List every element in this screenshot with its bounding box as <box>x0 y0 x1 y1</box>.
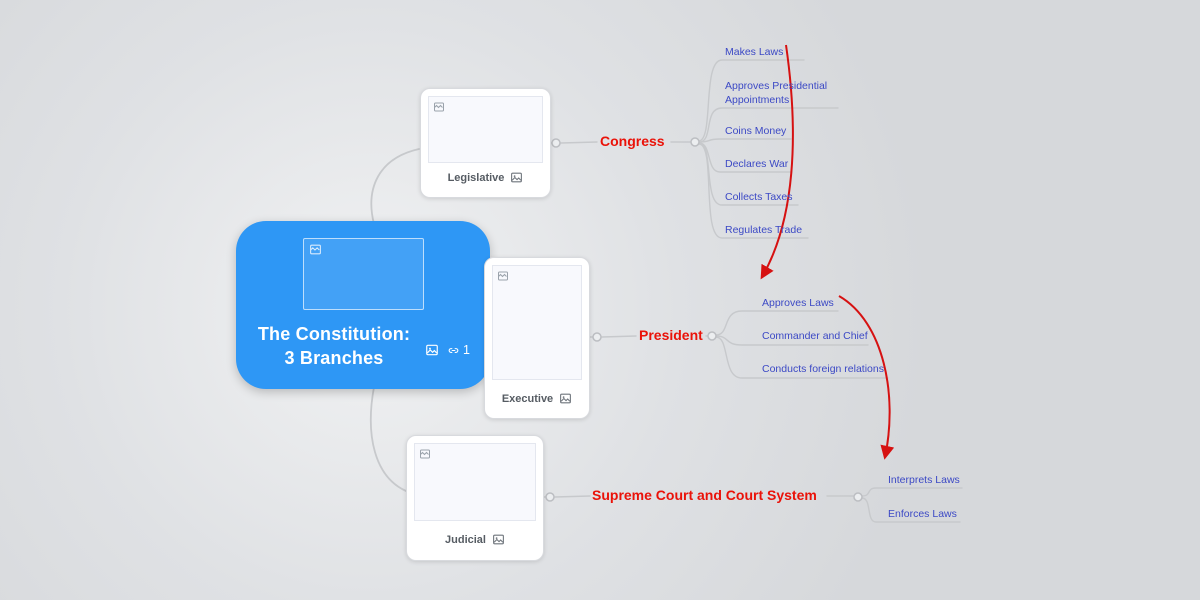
subtopic-coins-money[interactable]: Coins Money <box>725 125 787 137</box>
judicial-image-placeholder[interactable] <box>414 443 536 521</box>
subtopic-approves-presidential-appointments[interactable]: Approves Presidential Appointments <box>725 80 828 106</box>
link-icon <box>448 347 459 353</box>
link-count: 1 <box>463 343 470 357</box>
arrow-approveslaws-to-interpretslaws <box>838 295 895 460</box>
topic-supreme-court[interactable]: Supreme Court and Court System <box>592 487 817 503</box>
executive-image-placeholder[interactable] <box>492 265 582 380</box>
legislative-label: Legislative <box>447 171 505 184</box>
executive-node[interactable]: Executive <box>484 257 590 419</box>
topic-connectors <box>541 59 963 523</box>
root-topic-title: The Constitution: 3 Branches <box>234 323 434 371</box>
broken-image-icon <box>434 102 444 112</box>
root-title-line2: 3 Branches <box>284 347 384 368</box>
subtopic-collects-taxes[interactable]: Collects Taxes <box>725 191 793 203</box>
subtopic-regulates-trade[interactable]: Regulates Trade <box>725 224 803 236</box>
root-topic[interactable]: The Constitution: 3 Branches 1 <box>236 221 490 389</box>
executive-label-row: Executive <box>485 392 589 405</box>
connector-rings[interactable] <box>545 137 863 502</box>
topic-president[interactable]: President <box>639 327 703 343</box>
root-title-line1: The Constitution: <box>257 324 411 344</box>
root-topic-badges: 1 <box>425 343 470 357</box>
executive-label: Executive <box>501 392 554 405</box>
image-attachment-icon[interactable] <box>425 343 439 357</box>
judicial-node[interactable]: Judicial <box>406 435 544 561</box>
broken-image-icon <box>498 271 508 281</box>
image-attachment-icon[interactable] <box>559 392 572 405</box>
judicial-label-row: Judicial <box>407 533 543 546</box>
root-image-placeholder[interactable] <box>303 238 424 310</box>
subtopic-conducts-foreign-relations[interactable]: Conducts foreign relations <box>762 363 884 375</box>
legislative-image-placeholder[interactable] <box>428 96 543 163</box>
image-attachment-icon[interactable] <box>510 171 523 184</box>
arrow-makeslaws-to-approveslaws <box>760 44 794 280</box>
branch-curves <box>369 148 420 492</box>
relationship-arrows[interactable] <box>760 44 895 460</box>
image-attachment-icon[interactable] <box>492 533 505 546</box>
subtopic-declares-war[interactable]: Declares War <box>725 158 789 170</box>
topic-congress[interactable]: Congress <box>600 133 665 149</box>
link-badge[interactable]: 1 <box>447 343 470 357</box>
judicial-label: Judicial <box>445 533 486 546</box>
legislative-label-row: Legislative <box>421 171 550 184</box>
subtopic-approves-laws[interactable]: Approves Laws <box>762 297 834 309</box>
broken-image-icon <box>420 449 430 459</box>
legislative-node[interactable]: Legislative <box>420 88 551 198</box>
broken-image-icon <box>310 244 321 255</box>
subtopic-makes-laws[interactable]: Makes Laws <box>725 46 784 58</box>
subtopic-interprets-laws[interactable]: Interprets Laws <box>888 474 960 486</box>
subtopic-commander-and-chief[interactable]: Commander and Chief <box>762 330 868 342</box>
subtopic-enforces-laws[interactable]: Enforces Laws <box>888 508 957 520</box>
